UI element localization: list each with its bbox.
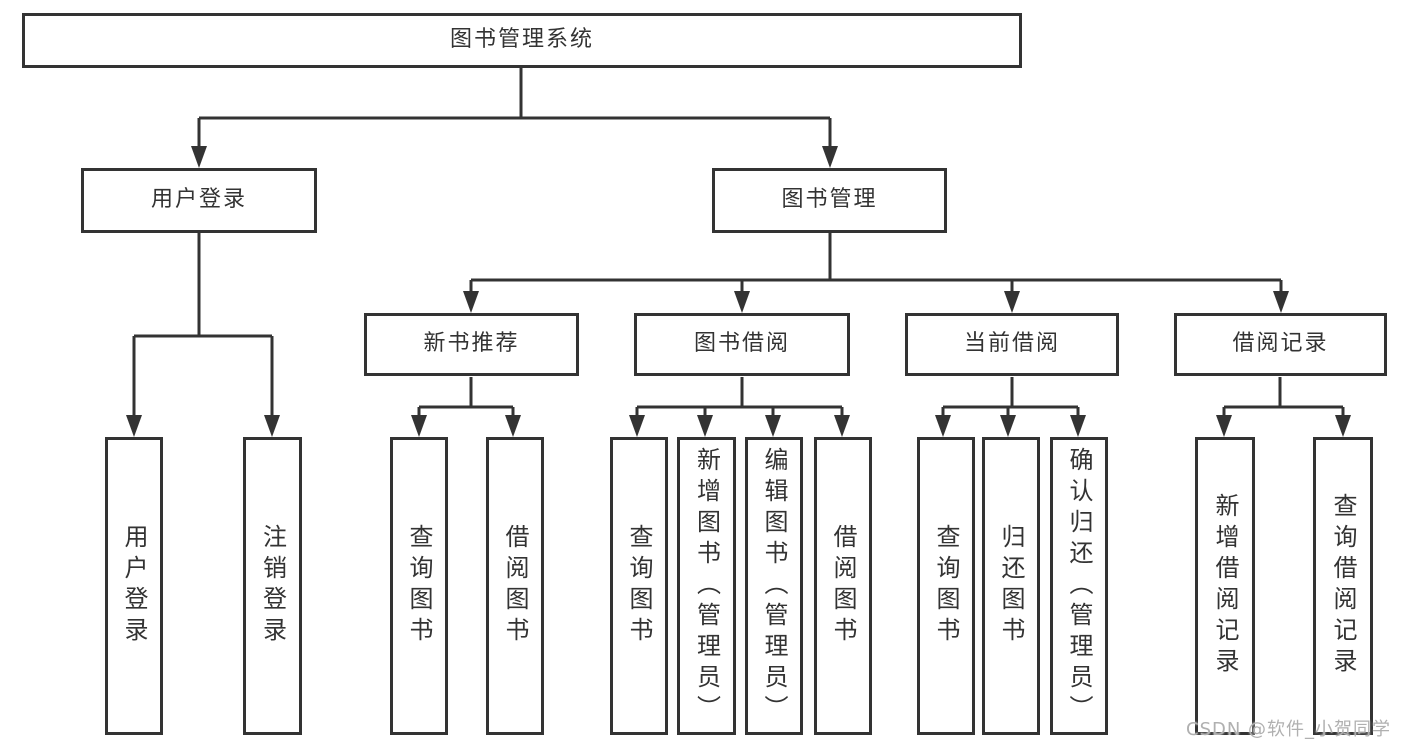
leaf-return-book: 归还图书 xyxy=(982,437,1040,735)
csdn-watermark: CSDN @软件_小贺同学 xyxy=(1186,719,1392,740)
leaf-query-books-recommend: 查询图书 xyxy=(390,437,448,735)
node-library-management-system: 图书管理系统 xyxy=(22,13,1022,68)
leaf-query-books-current: 查询图书 xyxy=(917,437,975,735)
leaf-add-book-admin: 新增图书（管理员） xyxy=(677,437,736,735)
node-new-book-recommend: 新书推荐 xyxy=(364,313,579,376)
node-user-login: 用户登录 xyxy=(81,168,317,233)
leaf-user-login: 用户登录 xyxy=(105,437,163,735)
node-book-management: 图书管理 xyxy=(712,168,947,233)
leaf-borrow-books-borrow: 借阅图书 xyxy=(814,437,872,735)
leaf-borrow-books-recommend: 借阅图书 xyxy=(486,437,544,735)
leaf-confirm-return-admin: 确认归还（管理员） xyxy=(1050,437,1108,735)
leaf-query-borrow-record: 查询借阅记录 xyxy=(1313,437,1373,735)
node-book-borrow: 图书借阅 xyxy=(634,313,850,376)
node-current-borrow: 当前借阅 xyxy=(905,313,1119,376)
leaf-logout: 注销登录 xyxy=(243,437,302,735)
leaf-edit-book-admin: 编辑图书（管理员） xyxy=(745,437,803,735)
node-borrow-records: 借阅记录 xyxy=(1174,313,1387,376)
leaf-add-borrow-record: 新增借阅记录 xyxy=(1195,437,1255,735)
leaf-query-books-borrow: 查询图书 xyxy=(610,437,668,735)
